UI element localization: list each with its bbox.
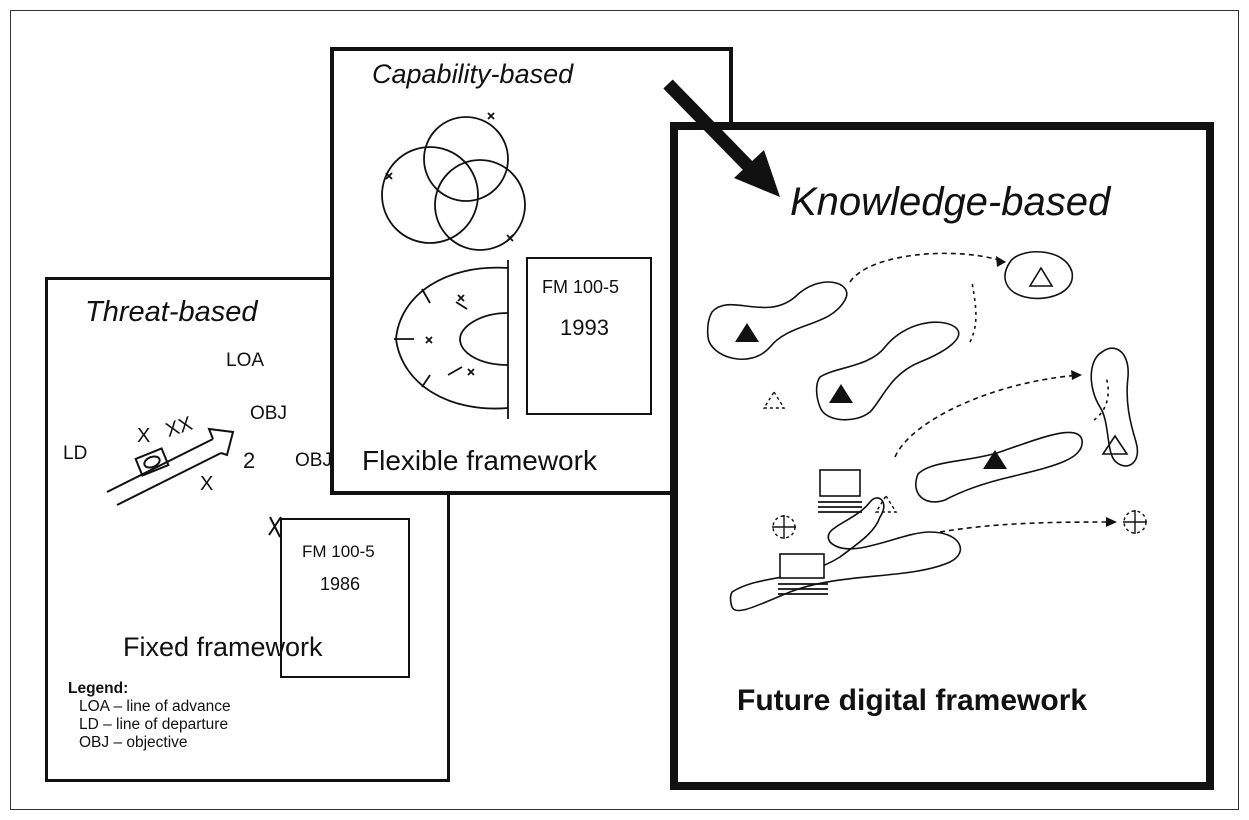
sensor-box-icon (779, 469, 861, 579)
figure-frame (10, 10, 1239, 810)
fm-1986-document: FM 100-5 1986 (280, 518, 410, 678)
obj-label-1: OBJ (250, 403, 287, 424)
ld-label: LD (63, 443, 88, 464)
fixed-framework-caption: Fixed framework (123, 632, 323, 662)
knowledge-sketch (706, 251, 1147, 612)
two-mark: 2 (243, 448, 256, 473)
fm-1993-line1: FM 100-5 (542, 277, 620, 297)
capability-sketch (381, 112, 526, 419)
legend-item: OBJ – objective (79, 734, 188, 751)
future-digital-framework-caption: Future digital framework (737, 684, 1088, 717)
knowledge-title: Knowledge-based (790, 180, 1111, 224)
threat-title: Threat-based (85, 296, 258, 328)
threat-based-panel: Threat-based LOA OBJ LD OBJ XX X X 2 FM … (45, 277, 450, 782)
fm-1986-line1: FM 100-5 (302, 542, 375, 561)
legend: Legend: LOA – line of advance LD – line … (68, 680, 231, 752)
target-marker-icon (772, 510, 1147, 539)
triangle-unit-icon (735, 323, 1007, 469)
fm-1986-line2: 1986 (320, 574, 361, 594)
legend-item: LOA – line of advance (79, 698, 231, 715)
legend-heading: Legend: (68, 680, 129, 697)
fm-1993-document: FM 100-5 1993 (526, 257, 652, 415)
fm-1993-line2: 1993 (560, 315, 609, 340)
arrow-icon (106, 427, 235, 506)
knowledge-based-panel: Knowledge-based (670, 122, 1214, 790)
x-mark-2: X (200, 473, 214, 495)
threat-map-sketch (106, 427, 282, 538)
legend-item: LD – line of departure (79, 716, 229, 733)
unit-box-icon (134, 447, 170, 477)
capability-title: Capability-based (372, 59, 574, 89)
flexible-framework-caption: Flexible framework (362, 445, 597, 476)
obj-label-2: OBJ (295, 450, 332, 471)
loa-label: LOA (226, 350, 265, 371)
x-mark-1: X (137, 425, 151, 447)
